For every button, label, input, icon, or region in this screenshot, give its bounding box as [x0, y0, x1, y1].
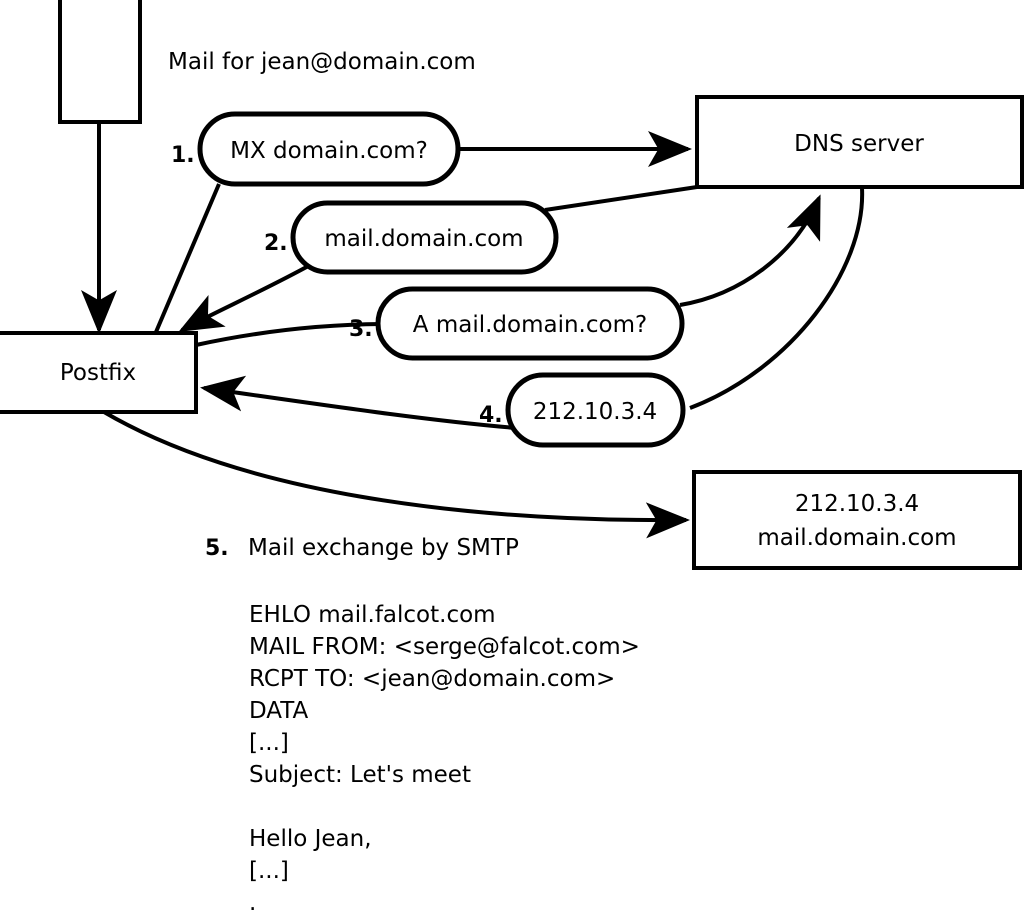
smtp-transcript: EHLO mail.falcot.com MAIL FROM: <serge@f… [249, 602, 640, 916]
node-mail-server-host-label: mail.domain.com [757, 525, 956, 551]
node-postfix: Postfix [0, 331, 198, 414]
step-3-label: A mail.domain.com? [413, 312, 647, 338]
transcript-line: RCPT TO: <jean@domain.com> [249, 666, 615, 692]
transcript-line: Subject: Let's meet [249, 762, 471, 788]
node-dns-server-label: DNS server [794, 131, 924, 157]
transcript-line: [...] [249, 730, 289, 756]
node-postfix-label: Postfix [60, 360, 136, 386]
connector-step5-postfix-to-mailserver [102, 410, 690, 539]
connector-step3-bubble-to-dns [679, 194, 821, 307]
transcript-line: DATA [249, 698, 309, 724]
connector-step4-bubble-to-postfix [200, 375, 517, 430]
connector-step2-bubble-to-postfix [178, 262, 313, 332]
step-3-number: 3. [349, 317, 373, 342]
step-4-label: 212.10.3.4 [533, 399, 657, 425]
step-4-number: 4. [479, 403, 503, 428]
step-2-number: 2. [264, 231, 288, 256]
node-dns-server: DNS server [695, 95, 1024, 189]
step-bubble-3: A mail.domain.com? [375, 286, 685, 361]
step-bubble-1: MX domain.com? [197, 111, 461, 187]
step-5-label: Mail exchange by SMTP [248, 535, 519, 561]
connector-step4-dns-to-bubble [689, 187, 865, 410]
transcript-line: [...] [249, 858, 289, 884]
step-bubble-4: 212.10.3.4 [505, 372, 686, 448]
step-5-number: 5. [205, 536, 229, 561]
transcript-line: MAIL FROM: <serge@falcot.com> [249, 634, 640, 660]
step-1-number: 1. [171, 143, 195, 168]
transcript-line: . [249, 890, 256, 916]
node-mail-server: 212.10.3.4 mail.domain.com [692, 470, 1022, 570]
transcript-line: Hello Jean, [249, 826, 372, 852]
step-1-label: MX domain.com? [230, 138, 428, 164]
connector-step3-postfix-to-bubble [195, 322, 391, 347]
transcript-line: EHLO mail.falcot.com [249, 602, 496, 628]
diagram-title: Mail for jean@domain.com [168, 49, 476, 75]
connector-step2-dns-to-bubble [544, 185, 698, 212]
step-bubble-2: mail.domain.com [290, 200, 559, 275]
node-mail-server-ip-label: 212.10.3.4 [795, 491, 919, 517]
node-sender [58, 0, 142, 124]
step-2-label: mail.domain.com [324, 226, 523, 252]
connector-step1-postfix-to-bubble [154, 183, 221, 333]
